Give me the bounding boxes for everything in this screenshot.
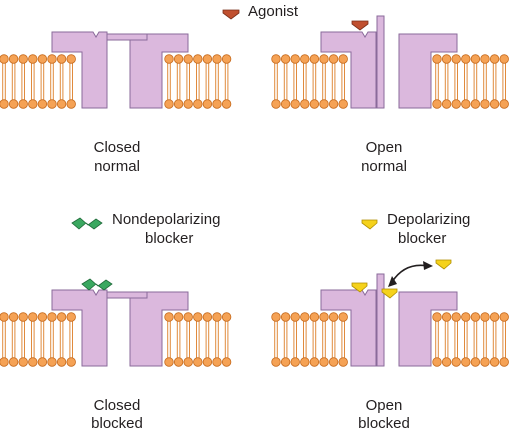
- membrane-closed-normal-left: [0, 54, 76, 109]
- channel-left-subunit: [51, 289, 108, 367]
- channel-open-normal: [320, 15, 458, 109]
- channel-gate-closed: [106, 291, 148, 299]
- agonist-legend-icon: [222, 9, 240, 20]
- exchange-arrow: [388, 261, 433, 287]
- channel-gate-closed: [106, 33, 148, 41]
- membrane-open-normal-right: [432, 54, 509, 109]
- membrane-open-normal-left: [271, 54, 348, 109]
- caption-open-blocked-2: blocked: [358, 415, 410, 432]
- depolarizing-blocker-bound: [351, 282, 368, 293]
- membrane-closed-normal-right: [164, 54, 232, 109]
- agonist-legend-label: Agonist: [248, 3, 299, 20]
- depolarizing-legend-label-2: blocker: [398, 230, 447, 247]
- channel-right-subunit: [398, 33, 458, 109]
- agonist-bound: [351, 20, 369, 31]
- channel-right-subunit: [129, 33, 189, 109]
- channel-open-blocked: [320, 273, 458, 367]
- membrane-open-blocked-left: [271, 312, 348, 367]
- caption-closed-blocked-2: blocked: [91, 415, 143, 432]
- caption-open-normal-2: normal: [361, 158, 407, 175]
- channel-closed-normal: [51, 31, 189, 109]
- caption-closed-normal-2: normal: [94, 158, 140, 175]
- caption-closed-normal-1: Closed: [93, 139, 141, 156]
- depolarizing-legend-icon: [361, 219, 378, 230]
- caption-open-blocked-1: Open: [365, 397, 403, 414]
- channel-left-subunit: [51, 31, 108, 109]
- caption-open-normal-1: Open: [365, 139, 403, 156]
- channel-gate-open: [376, 273, 385, 367]
- depolarizing-blocker-free: [435, 259, 452, 270]
- membrane-closed-blocked-left: [0, 312, 76, 367]
- nondepolarizing-legend-label-2: blocker: [145, 230, 194, 247]
- channel-gate-open: [376, 15, 385, 109]
- channel-left-subunit: [320, 289, 377, 367]
- channel-right-subunit: [398, 291, 458, 367]
- channel-closed-blocked: [51, 289, 189, 367]
- nondepolarizing-blocker-bound: [81, 278, 113, 291]
- channel-right-subunit: [129, 291, 189, 367]
- channel-left-subunit: [320, 31, 377, 109]
- nondepolarizing-legend-icon: [71, 217, 103, 230]
- nondepolarizing-legend-label-1: Nondepolarizing: [112, 211, 221, 228]
- caption-closed-blocked-1: Closed: [93, 397, 141, 414]
- membrane-open-blocked-right: [432, 312, 509, 367]
- depolarizing-legend-label-1: Depolarizing: [387, 211, 471, 228]
- membrane-closed-blocked-right: [164, 312, 232, 367]
- depolarizing-blocker-pore: [381, 288, 398, 299]
